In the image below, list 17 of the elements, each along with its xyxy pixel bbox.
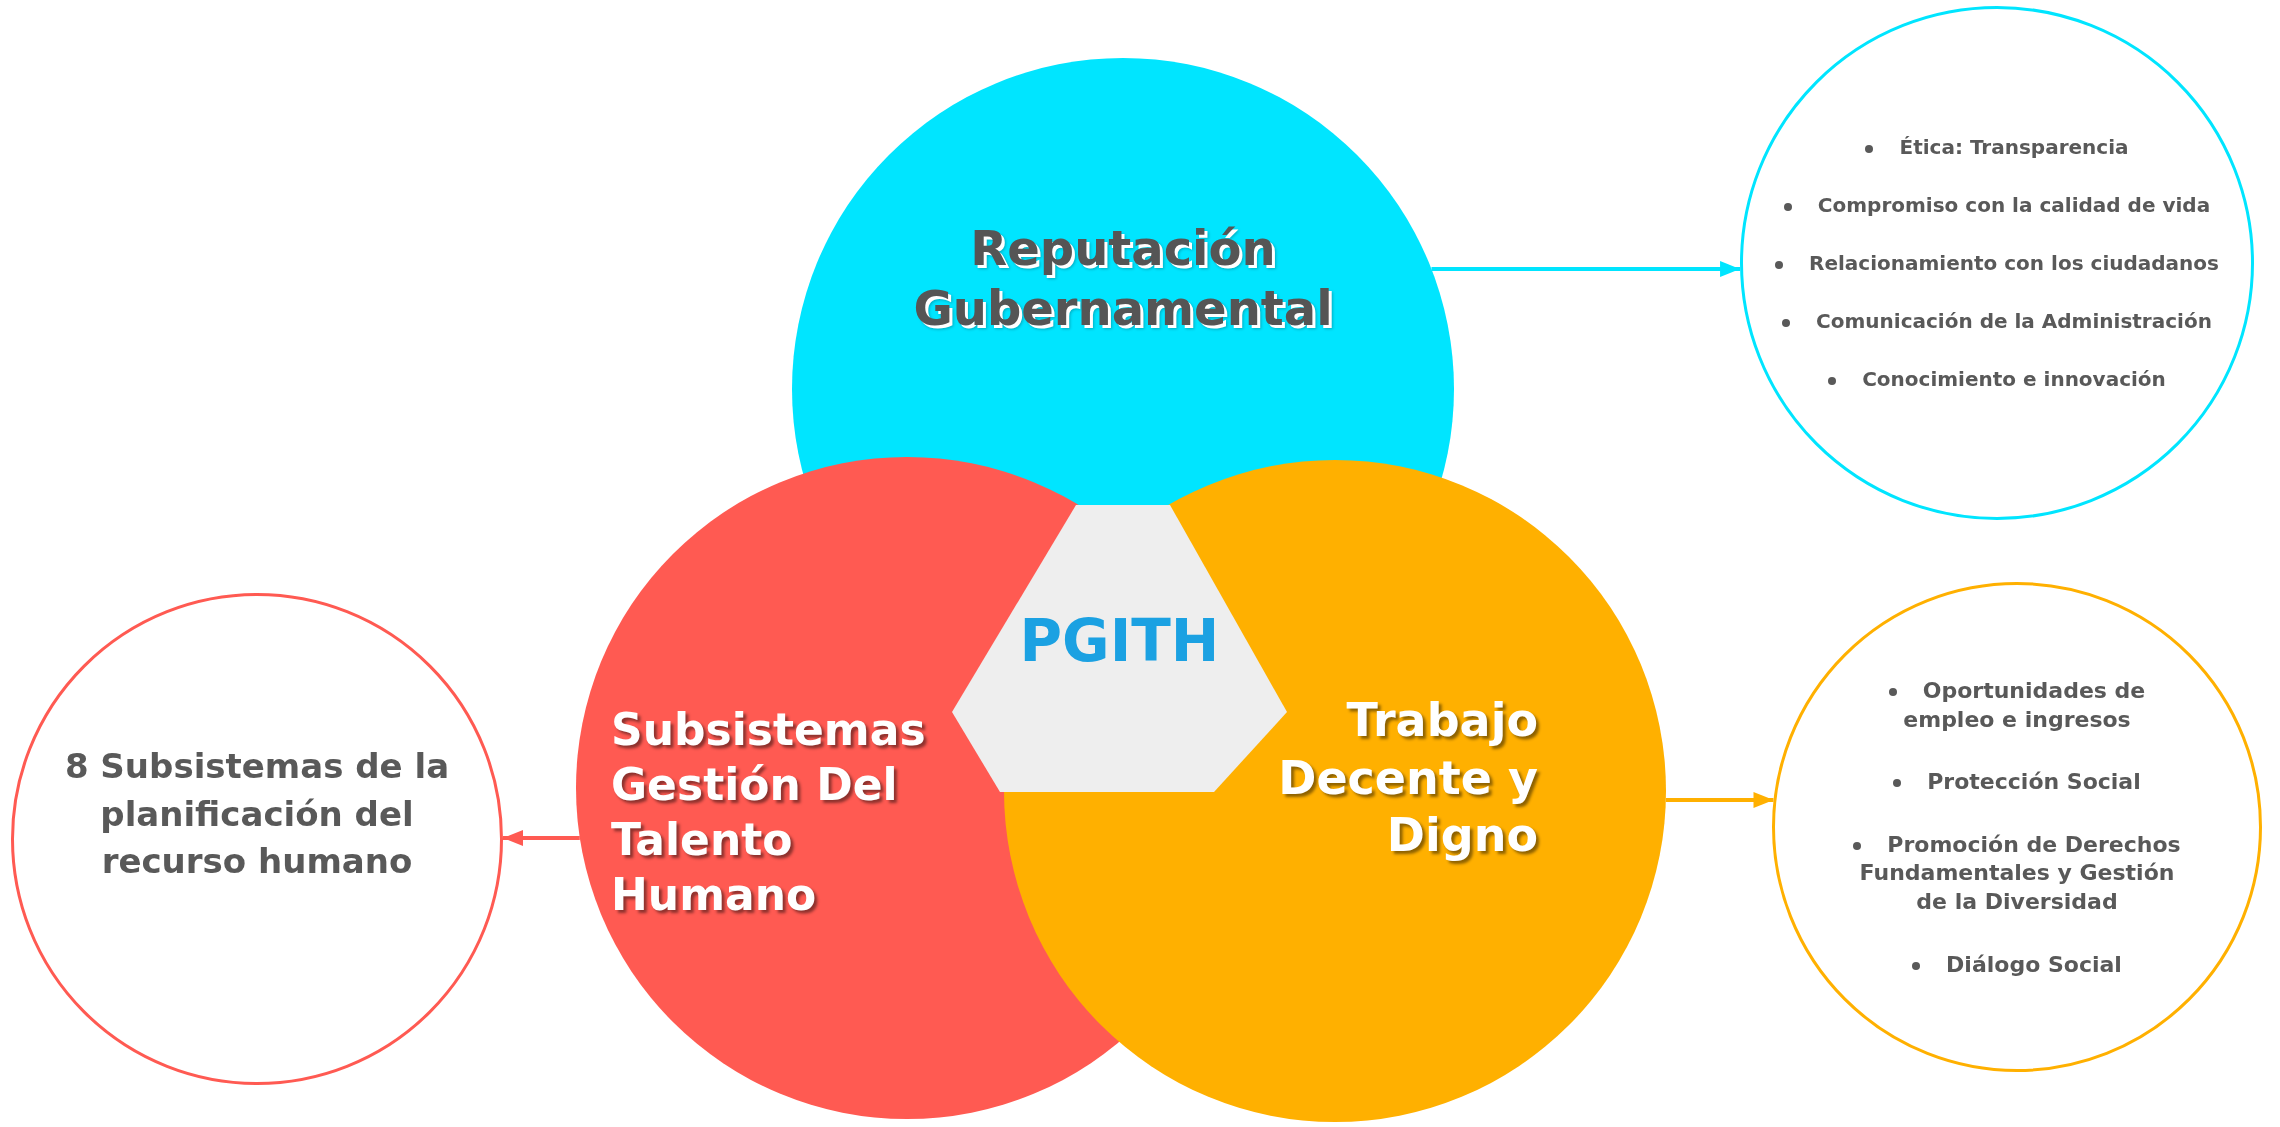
circle-text: 8 Subsistemas de la planificación del recurso humano [63, 745, 451, 884]
arrow [1431, 261, 1741, 277]
arrow [1665, 792, 1774, 808]
list-item-text: Promoción de Derechos Fundamentales y Gestión de la Diversidad [1859, 831, 2181, 914]
circle-title: Subsistemas Gestión Del Talento Humano [611, 703, 927, 922]
arrow [503, 830, 580, 846]
list-item-text: Conocimiento e innovación [1862, 367, 2166, 391]
list-item-text: Diálogo Social [1946, 951, 2122, 977]
center-title: PGITH [1018, 606, 1221, 677]
list-item-text: Oportunidades de empleo e ingresos [1903, 678, 2146, 732]
list-item-text: Protección Social [1927, 769, 2141, 795]
list-item-text: Comunicación de la Administración [1816, 309, 2212, 333]
list-item-text: Compromiso con la calidad de vida [1817, 193, 2211, 217]
list-item-text: Relacionamiento con los ciudadanos [1809, 251, 2219, 275]
circle-title: Reputación Gubernamental [912, 219, 1334, 338]
list-item-text: Ética: Transparencia [1899, 135, 2129, 159]
circle-title: Trabajo Decente y Digno [1277, 692, 1538, 864]
